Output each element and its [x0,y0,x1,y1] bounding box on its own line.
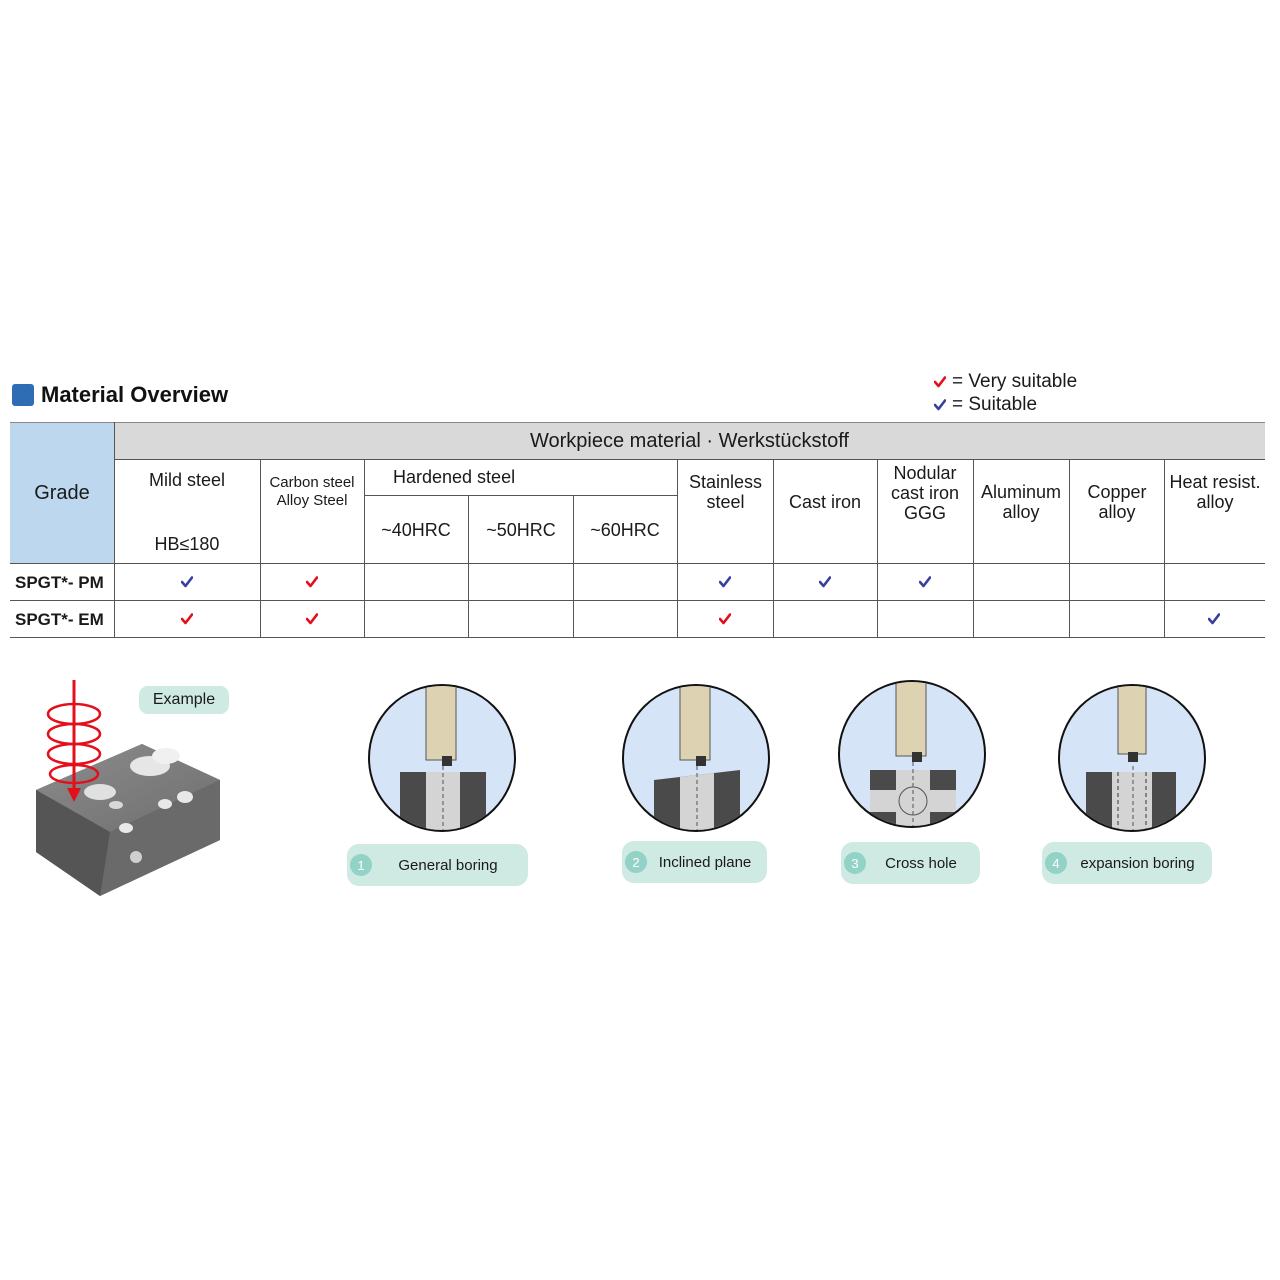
cross-hole-illustration [838,680,986,828]
workpiece-header-label: Workpiece material · Werkstückstoff [530,429,849,452]
section-header: Material Overview [12,382,228,408]
table-col-rule [260,459,261,638]
table-col-rule [1164,459,1165,638]
col-mild-steel-label: Mild steel [148,470,226,490]
table-rule [114,459,1265,460]
col-stainless-label: Stainless steel [688,472,763,512]
example-badge-label: Example [152,691,216,708]
col-copper: Copper alloy [1069,480,1165,524]
suitable-check-icon [919,576,931,588]
col-mild-steel-sub-label: HB≤180 [154,534,220,554]
very-suitable-check-icon [719,613,731,625]
example-workpiece-illustration [36,680,220,896]
col-cast-iron: Cast iron [773,459,877,545]
operation-general-boring: 1 General boring [347,844,528,886]
operation-number: 2 [625,851,647,873]
operation-cross-hole: 3 Cross hole [841,842,980,884]
table-col-rule [877,459,878,638]
table-col-rule [364,459,365,638]
legend-item-suitable: = Suitable [934,393,1077,416]
legend-item-very-suitable: = Very suitable [934,370,1077,393]
inclined-plane-illustration [622,684,770,832]
section-square-icon [12,384,34,406]
col-carbon-steel: Carbon steel Alloy Steel [260,472,364,512]
col-aluminum-label: Aluminum alloy [980,482,1062,522]
col-40hrc: ~40HRC [364,496,468,563]
col-mild-steel: Mild steel [114,469,260,491]
operation-number: 1 [350,854,372,876]
table-col-rule [677,459,678,638]
col-mild-steel-sub: HB≤180 [114,533,260,555]
very-suitable-check-icon [181,613,193,625]
col-50hrc: ~50HRC [469,496,573,563]
grade-header: Grade [10,422,114,563]
table-rule [10,600,1265,601]
table-rule [10,563,1265,564]
legend-label: = Suitable [952,394,1038,415]
very-suitable-check-icon [306,613,318,625]
suitable-check-icon [819,576,831,588]
operation-label: expansion boring [1080,854,1195,872]
section-title: Material Overview [41,382,229,407]
legend: = Very suitable = Suitable [934,370,1077,416]
red-check-icon [934,375,946,387]
very-suitable-check-icon [306,576,318,588]
table-rule [364,495,678,496]
row-grade-em-label: SPGT*- EM [15,609,104,629]
col-copper-label: Copper alloy [1087,482,1147,522]
col-heat-resist-label: Heat resist. alloy [1169,472,1261,512]
operation-number: 4 [1045,852,1067,874]
col-hardened-steel: Hardened steel [364,466,564,488]
table-top-rule [10,422,1265,423]
operation-label: General boring [398,856,498,874]
example-badge: Example [139,686,229,714]
col-nodular-label: Nodular cast iron GGG [890,463,960,523]
grade-header-label: Grade [34,481,90,504]
col-cast-iron-label: Cast iron [788,492,862,512]
operation-number: 3 [844,852,866,874]
col-40hrc-label: ~40HRC [381,519,451,540]
suitable-check-icon [181,576,193,588]
col-stainless: Stainless steel [678,470,773,514]
table-bottom-rule [10,637,1265,638]
col-60hrc-label: ~60HRC [590,519,660,540]
row-grade-em: SPGT*- EM [10,601,114,638]
operation-label: Inclined plane [658,853,752,871]
table-col-rule [773,459,774,638]
col-aluminum: Aluminum alloy [973,480,1069,524]
col-heat-resist: Heat resist. alloy [1165,470,1265,514]
general-boring-illustration [368,684,516,832]
table-col-rule [973,459,974,638]
row-grade-pm-label: SPGT*- PM [15,572,104,592]
operation-label: Cross hole [885,854,957,872]
legend-label: = Very suitable [952,371,1078,392]
suitable-check-icon [719,576,731,588]
table-col-rule [573,495,574,638]
col-50hrc-label: ~50HRC [486,519,556,540]
table-col-rule [114,422,115,638]
operation-inclined-plane: 2 Inclined plane [622,841,767,883]
material-table: Grade Workpiece material · Werkstückstof… [10,422,1265,638]
col-nodular: Nodular cast iron GGG [877,461,973,525]
operation-expansion-boring: 4 expansion boring [1042,842,1212,884]
workpiece-header: Workpiece material · Werkstückstoff [114,422,1265,459]
row-grade-pm: SPGT*- PM [10,564,114,601]
table-col-rule [468,495,469,638]
col-60hrc: ~60HRC [573,496,677,563]
blue-check-icon [934,398,946,410]
col-carbon-steel-label: Carbon steel Alloy Steel [269,474,355,509]
col-hardened-steel-label: Hardened steel [393,467,516,487]
expansion-boring-illustration [1058,684,1206,832]
table-col-rule [1069,459,1070,638]
suitable-check-icon [1208,613,1220,625]
